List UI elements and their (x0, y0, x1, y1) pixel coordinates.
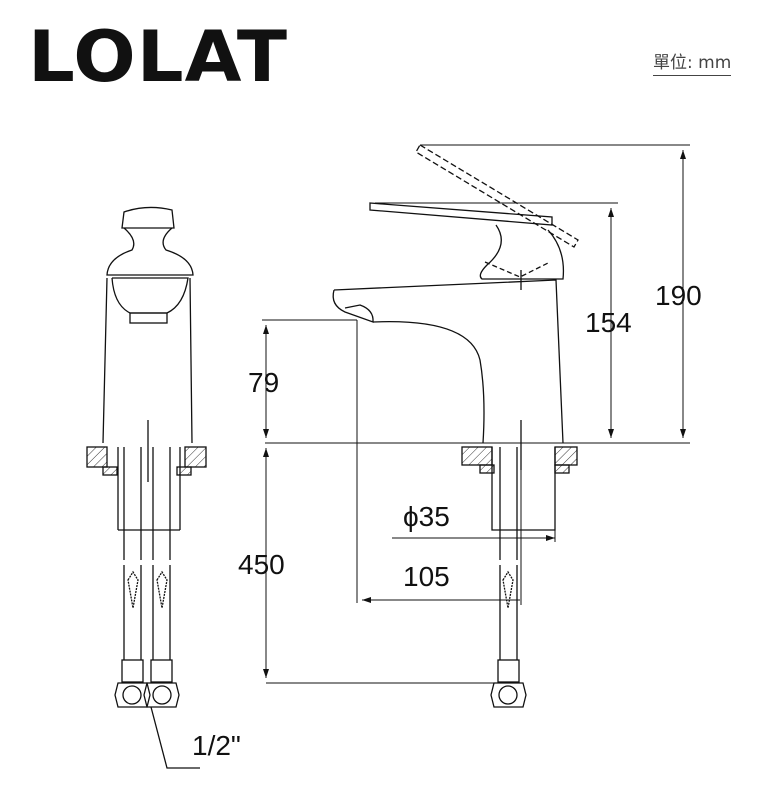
dim-spout-reach: 105 (403, 561, 450, 592)
hose-left-1 (114, 447, 151, 708)
dimension-lines (262, 144, 690, 684)
dim-hose-length: 450 (238, 549, 285, 580)
side-view (332, 144, 579, 708)
front-view (86, 206, 207, 769)
brand-logo: LOLAT (28, 16, 289, 98)
thread-leader (150, 706, 200, 769)
unit-label: 單位: mm (653, 48, 732, 76)
dim-spout-height: 79 (248, 367, 279, 398)
handle-lever (369, 202, 553, 226)
handle-lever-raised (415, 144, 579, 248)
dim-handle-height: 154 (585, 307, 632, 338)
dim-base-diameter: ϕ35 (403, 501, 450, 532)
dim-thread-size: 1/2" (192, 730, 241, 761)
dim-total-height: 190 (655, 280, 702, 311)
hose-left-2 (143, 447, 180, 708)
